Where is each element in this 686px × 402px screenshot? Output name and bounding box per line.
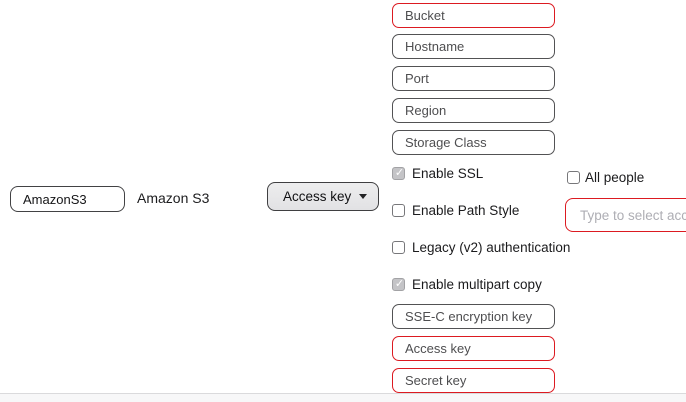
checkbox-icon	[392, 240, 405, 254]
checkbox-icon	[392, 277, 406, 291]
checkbox-icon	[567, 170, 580, 184]
legacy-v2-auth-checkbox[interactable]: Legacy (v2) authentication	[392, 239, 570, 255]
enable-ssl-checkbox[interactable]: Enable SSL	[392, 165, 483, 181]
checkbox-label: Enable multipart copy	[412, 276, 542, 292]
auth-method-dropdown[interactable]: Access key	[267, 182, 379, 211]
checkbox-icon	[392, 166, 406, 180]
port-input[interactable]	[392, 66, 555, 91]
footer-bar	[0, 394, 686, 402]
sse-c-encryption-key-input[interactable]	[392, 304, 555, 329]
checkbox-label: Legacy (v2) authentication	[412, 239, 571, 255]
enable-multipart-copy-checkbox[interactable]: Enable multipart copy	[392, 276, 542, 292]
enable-path-style-checkbox[interactable]: Enable Path Style	[392, 202, 519, 218]
storage-class-input[interactable]	[392, 130, 555, 155]
chevron-down-icon	[359, 194, 367, 199]
connection-type-label: Amazon S3	[137, 190, 210, 206]
region-input[interactable]	[392, 98, 555, 123]
hostname-input[interactable]	[392, 34, 555, 59]
auth-method-selected-label: Access key	[283, 189, 352, 204]
connection-name-input[interactable]	[10, 186, 125, 212]
checkbox-label: All people	[585, 169, 645, 185]
select-accounts-input[interactable]	[565, 198, 686, 232]
checkbox-label: Enable SSL	[412, 165, 484, 181]
bucket-input[interactable]	[392, 3, 555, 28]
footer-divider	[0, 393, 686, 394]
secret-key-input[interactable]	[392, 368, 555, 393]
all-people-checkbox[interactable]: All people	[567, 169, 644, 185]
access-key-input[interactable]	[392, 336, 555, 361]
checkbox-icon	[392, 203, 405, 217]
checkbox-label: Enable Path Style	[412, 202, 520, 218]
